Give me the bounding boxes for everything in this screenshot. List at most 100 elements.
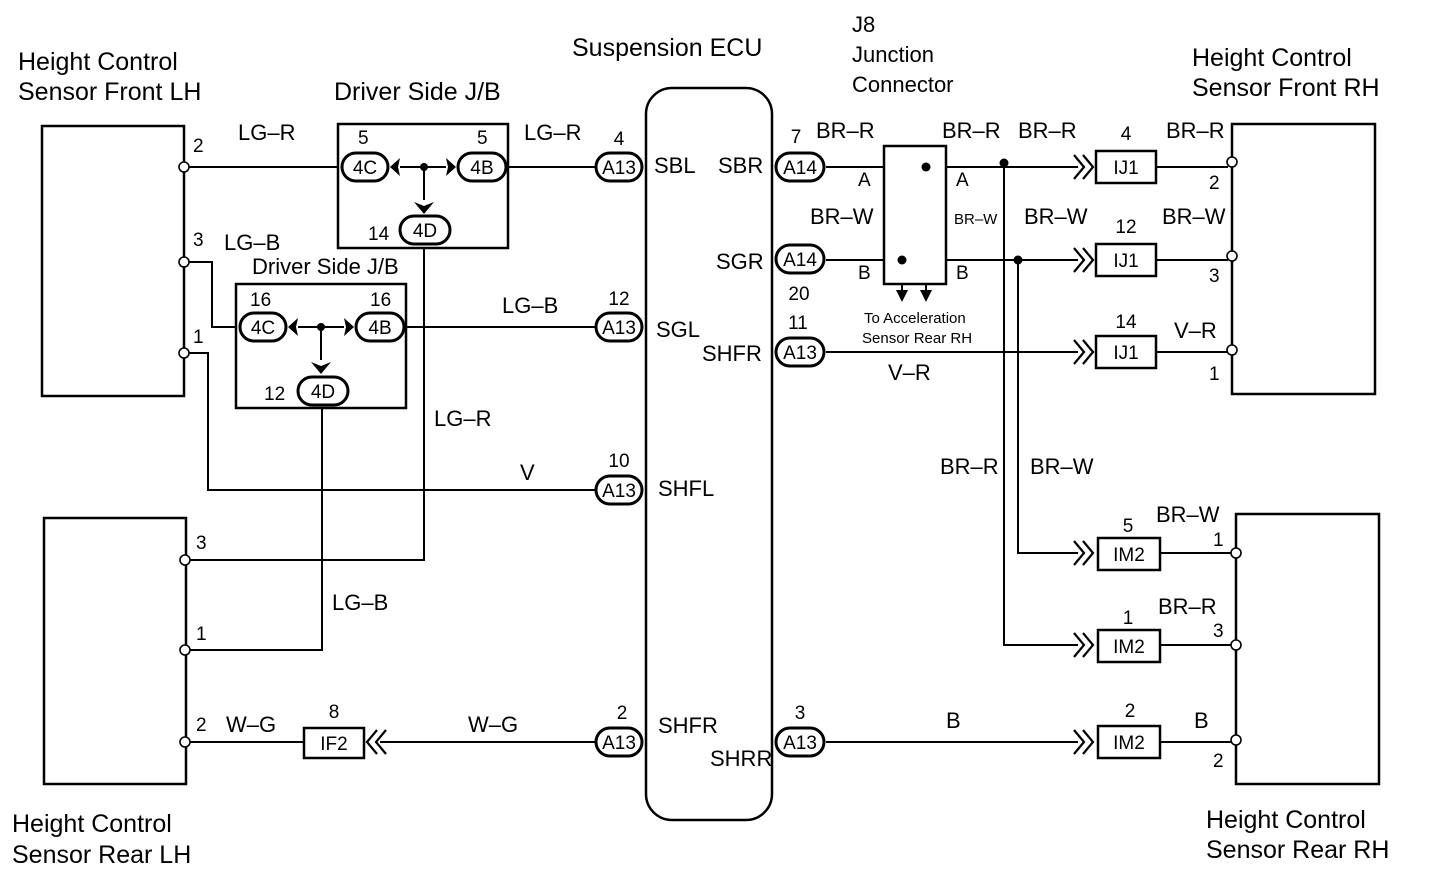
- rrh-pin-1: 1: [1213, 530, 1224, 551]
- ecu-pin-4: 4: [614, 129, 625, 150]
- rear-lh-title-1: Height Control: [12, 810, 172, 838]
- wc-br-r-4: BR–R: [1166, 118, 1225, 143]
- front-lh-title-2: Sensor Front LH: [18, 78, 201, 106]
- wc-b-2: B: [1194, 708, 1209, 733]
- wc-br-w-3: BR–W: [1024, 204, 1088, 229]
- wc-br-r-6: BR–R: [1158, 594, 1217, 619]
- j8-title-3: Connector: [852, 72, 954, 97]
- ij1-b: IJ1: [1113, 251, 1138, 272]
- wc-br-w-5: BR–W: [1030, 454, 1094, 479]
- ecu-term-shfr-right: SHFR: [702, 341, 762, 366]
- if2-pin-8: 8: [329, 702, 340, 723]
- ecu-pin-20: 20: [788, 284, 809, 305]
- j8-pin-a-left: A: [858, 170, 871, 191]
- ecu-pin-11: 11: [788, 313, 808, 334]
- wc-lg-r-1: LG–R: [238, 120, 295, 145]
- wire-color-labels: LG–R LG–R LG–B LG–B LG–R V LG–B W–G W–G …: [224, 118, 1226, 737]
- inline-connectors: IJ1 4 IJ1 12 IJ1 14 IM2 5 IM2 1 IM2 2 IF…: [302, 124, 1162, 760]
- jb-upper-title: Driver Side J/B: [334, 78, 501, 106]
- suspension-ecu: Suspension ECU A13 4 SBL A13 12 SGL A13 …: [572, 34, 826, 822]
- front-rh-title-2: Sensor Front RH: [1192, 74, 1380, 102]
- wc-br-r-5: BR–R: [940, 454, 999, 479]
- ij1-pin-4: 4: [1121, 124, 1132, 145]
- jb2-pin-4b: 16: [370, 290, 391, 311]
- front-rh-title-1: Height Control: [1192, 44, 1352, 72]
- wc-b-1: B: [946, 708, 961, 733]
- wc-w-g-1: W–G: [226, 712, 276, 737]
- accel-note-1: To Acceleration: [864, 310, 966, 327]
- jb1-pin-4c: 5: [358, 128, 369, 149]
- im2-pin-2: 2: [1125, 701, 1136, 722]
- rlh-pin-3: 3: [196, 533, 207, 554]
- rrh-pin-2: 2: [1213, 751, 1224, 772]
- wc-br-r-1: BR–R: [816, 118, 875, 143]
- ecu-pin-12: 12: [608, 289, 629, 310]
- rlh-pin-1: 1: [196, 624, 207, 645]
- j8-title-1: J8: [852, 12, 875, 37]
- a13-shrr-label: A13: [783, 733, 817, 754]
- a14-sgr-label: A14: [783, 250, 817, 271]
- ecu-pin-7: 7: [791, 127, 802, 148]
- im2-c: IM2: [1113, 733, 1145, 754]
- flh-pin-3: 3: [193, 230, 204, 251]
- frh-pin-2: 2: [1209, 173, 1220, 194]
- jb1-4c: 4C: [353, 158, 377, 179]
- wc-br-w-6: BR–W: [1156, 502, 1220, 527]
- driver-side-jb-lower: Driver Side J/B 4C 4B 4D 16 16 12: [234, 254, 408, 410]
- ij1-a: IJ1: [1113, 158, 1138, 179]
- jb1-4b: 4B: [470, 158, 493, 179]
- ecu-term-sgr: SGR: [716, 249, 764, 274]
- wc-lg-r-2: LG–R: [524, 120, 581, 145]
- if2: IF2: [320, 734, 347, 755]
- ecu-term-shrr: SHRR: [710, 746, 772, 771]
- ij1-pin-14: 14: [1115, 312, 1137, 333]
- rrh-pin-3: 3: [1213, 621, 1224, 642]
- wc-lg-b-2: LG–B: [502, 293, 558, 318]
- jb2-4b: 4B: [368, 318, 391, 339]
- wc-lg-b-1: LG–B: [224, 230, 280, 255]
- rear-rh-title-1: Height Control: [1206, 806, 1366, 834]
- ecu-term-sbl: SBL: [654, 153, 696, 178]
- frh-pin-1: 1: [1209, 364, 1220, 385]
- im2-pin-1: 1: [1123, 608, 1134, 629]
- ecu-pin-3: 3: [795, 703, 806, 724]
- wc-lg-b-3: LG–B: [332, 590, 388, 615]
- wc-v-r-2: V–R: [888, 360, 931, 385]
- im2-a: IM2: [1113, 545, 1145, 566]
- driver-side-jb-upper: Driver Side J/B 4C 4B 4D 5 5 14: [334, 78, 510, 250]
- ecu-term-sbr: SBR: [718, 153, 763, 178]
- ecu-title: Suspension ECU: [572, 34, 762, 62]
- im2-b: IM2: [1113, 637, 1145, 658]
- wc-w-g-2: W–G: [468, 712, 518, 737]
- flh-pin-2: 2: [193, 136, 204, 157]
- a13-shfl-label: A13: [602, 481, 636, 502]
- front-lh-title-1: Height Control: [18, 48, 178, 76]
- wc-br-w-1: BR–W: [810, 204, 874, 229]
- flh-pin-1: 1: [193, 327, 204, 348]
- rlh-pin-2: 2: [196, 715, 207, 736]
- frh-pin-3: 3: [1209, 266, 1220, 287]
- wc-lg-r-3: LG–R: [434, 406, 491, 431]
- ecu-pin-10: 10: [608, 451, 629, 472]
- j8-pin-b-left: B: [858, 263, 871, 284]
- im2-pin-5: 5: [1123, 516, 1134, 537]
- wc-br-w-2: BR–W: [954, 211, 998, 228]
- wc-v-r-1: V–R: [1174, 318, 1217, 343]
- j8-junction-connector: J8 Junction Connector A A B B To Acceler…: [852, 12, 1023, 347]
- j8-title-2: Junction: [852, 42, 934, 67]
- a13-sbl-label: A13: [602, 158, 636, 179]
- wc-br-w-4: BR–W: [1162, 204, 1226, 229]
- ecu-pin-2: 2: [617, 703, 628, 724]
- sensor-rear-lh: Height Control Sensor Rear LH 3 1 2: [12, 516, 207, 869]
- ij1-c: IJ1: [1113, 343, 1138, 364]
- a13-sgl-label: A13: [602, 318, 636, 339]
- a13-shfr-left-label: A13: [602, 733, 636, 754]
- ecu-term-sgl: SGL: [656, 317, 700, 342]
- ecu-term-shfr-left: SHFR: [658, 713, 718, 738]
- wc-br-r-3: BR–R: [1018, 118, 1077, 143]
- jb1-pin-4b: 5: [477, 128, 488, 149]
- a14-sbr-label: A14: [783, 158, 817, 179]
- jb1-pin-4d: 14: [368, 224, 390, 245]
- jb2-pin-4d: 12: [264, 384, 285, 405]
